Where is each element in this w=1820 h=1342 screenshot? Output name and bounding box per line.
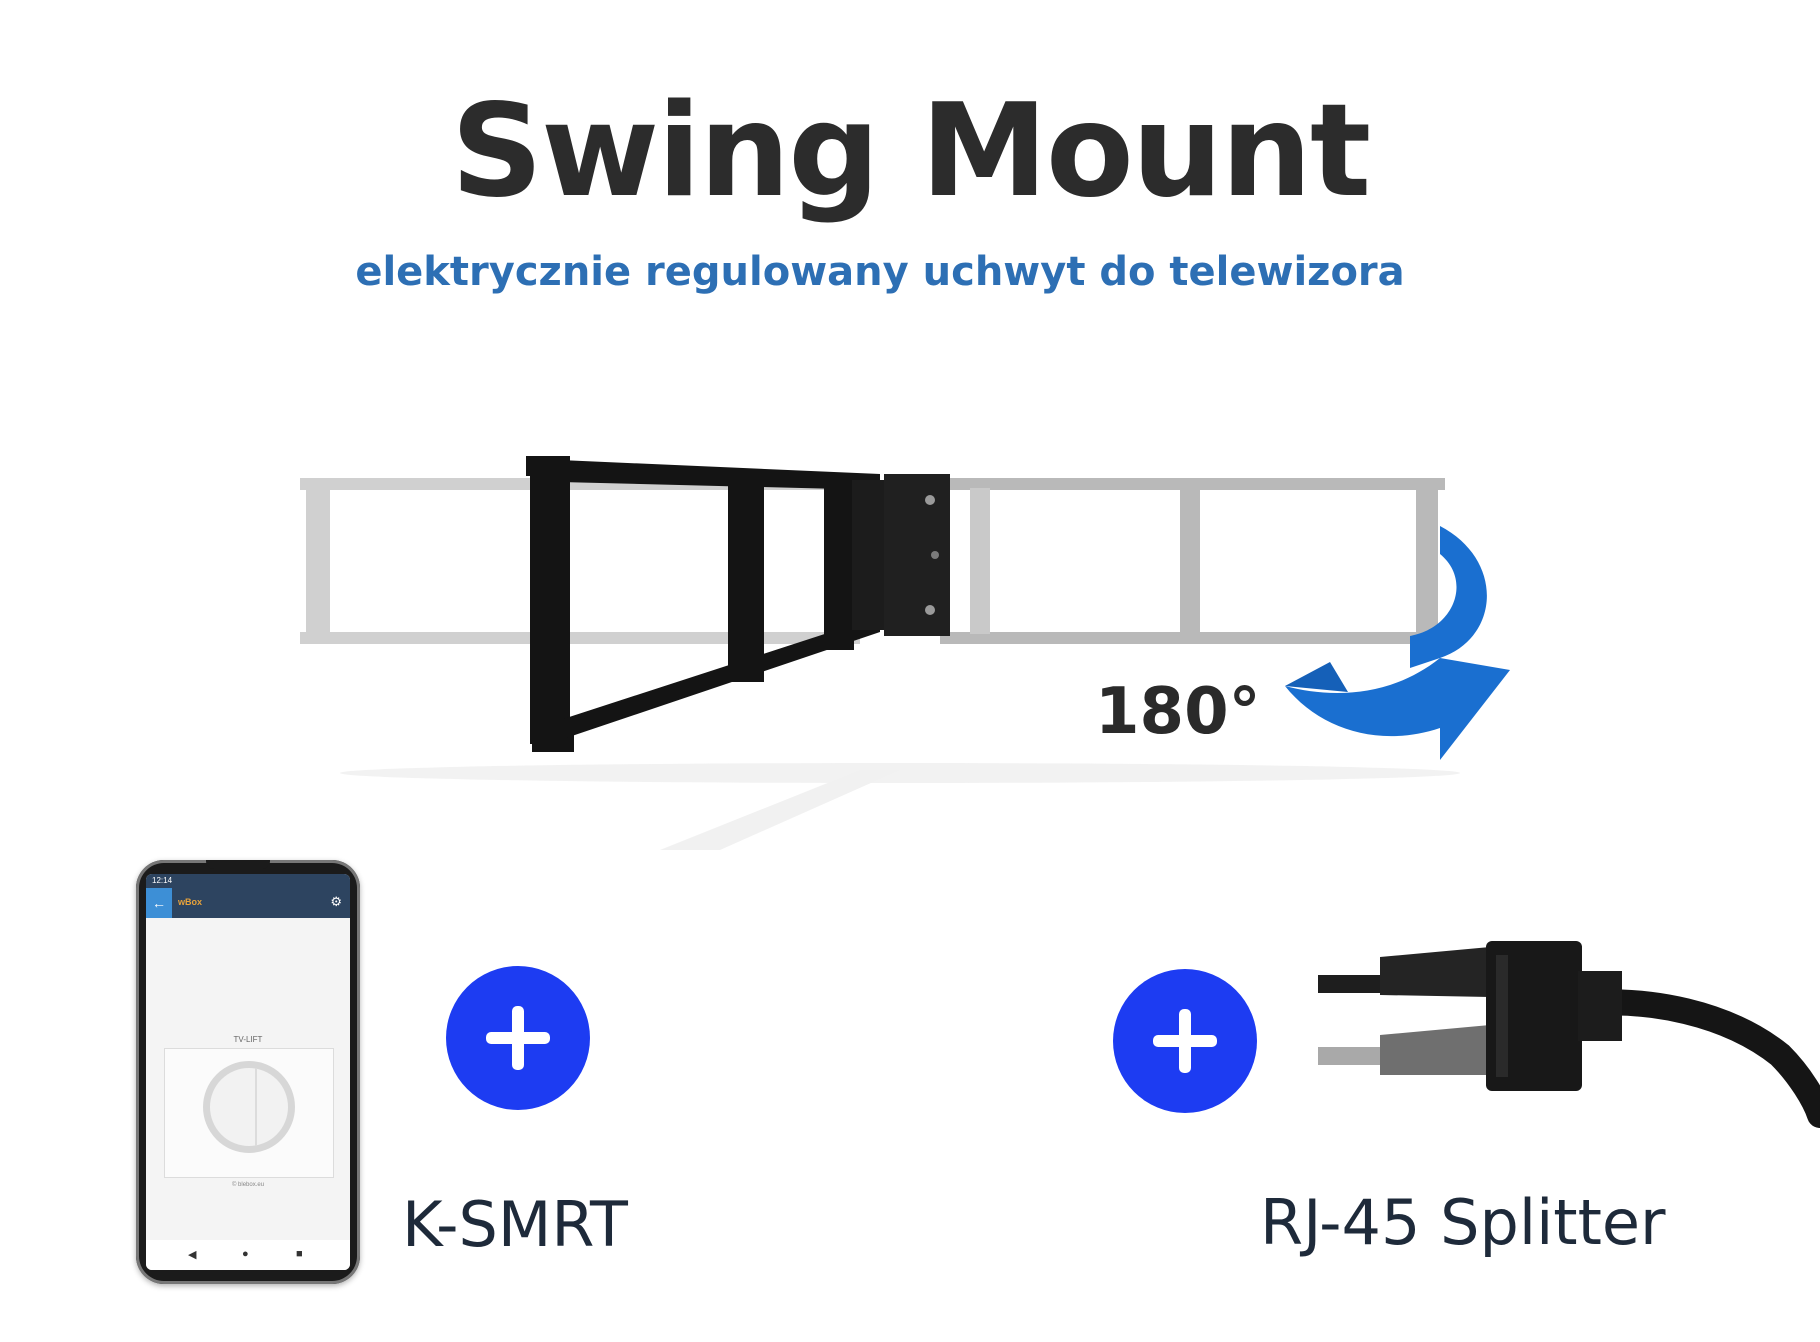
smartphone-app-image: 12:14 ← wBox ⚙ TV-LIFT © blebox.eu ◀ ● ■	[136, 860, 360, 1284]
nav-home-icon[interactable]: ●	[242, 1248, 249, 1260]
gear-icon[interactable]: ⚙	[330, 894, 342, 909]
phone-widget-card	[164, 1048, 334, 1178]
accessory-caption-rj45-splitter: RJ-45 Splitter	[1260, 1186, 1666, 1259]
phone-app-name: wBox	[178, 897, 203, 907]
rj45-splitter-image	[1318, 941, 1820, 1128]
splitter-out-plug	[1578, 971, 1622, 1041]
back-arrow-icon[interactable]: ←	[146, 888, 172, 918]
nav-back-icon[interactable]: ◀	[188, 1249, 197, 1261]
black-cable-in	[1318, 975, 1388, 993]
splitter-cable	[1557, 989, 1820, 1128]
black-plug	[1380, 947, 1490, 997]
splitter-body	[1486, 941, 1582, 1091]
grey-cable-in	[1318, 1047, 1388, 1065]
ghost-frame-right	[940, 478, 1445, 644]
phone-status-time: 12:14	[152, 876, 173, 885]
page-subtitle: elektrycznie regulowany uchwyt do telewi…	[355, 249, 1405, 295]
ghost-frame-left	[300, 478, 860, 644]
phone-status-bar: 12:14	[146, 874, 350, 888]
black-swing-arm	[526, 456, 950, 752]
phone-dial-divider	[255, 1068, 257, 1146]
grey-plug	[1380, 1025, 1490, 1075]
page-title: Swing Mount	[450, 77, 1371, 226]
rotation-angle-label: 180°	[1095, 675, 1261, 749]
phone-dial-control[interactable]	[203, 1061, 295, 1153]
phone-notch	[206, 860, 270, 869]
accessory-caption-k-smrt: K-SMRT	[402, 1188, 628, 1261]
swing-mount-illustration	[300, 456, 1510, 850]
plus-icon	[446, 966, 590, 1110]
nav-recents-icon[interactable]: ■	[296, 1248, 303, 1260]
rotation-arrow-icon	[1285, 526, 1510, 760]
plus-icon	[1113, 969, 1257, 1113]
phone-screen: 12:14 ← wBox ⚙ TV-LIFT © blebox.eu ◀ ● ■	[146, 874, 350, 1270]
phone-footer: © blebox.eu	[231, 1182, 265, 1188]
floor-shadow-streak	[660, 770, 900, 850]
phone-widget-title: TV-LIFT	[233, 1035, 263, 1044]
floor-shadow	[340, 763, 1460, 783]
phone-nav-bar: ◀ ● ■	[146, 1240, 350, 1270]
phone-app-body: TV-LIFT © blebox.eu	[146, 918, 350, 1240]
phone-app-bar: ← wBox ⚙	[146, 888, 350, 918]
